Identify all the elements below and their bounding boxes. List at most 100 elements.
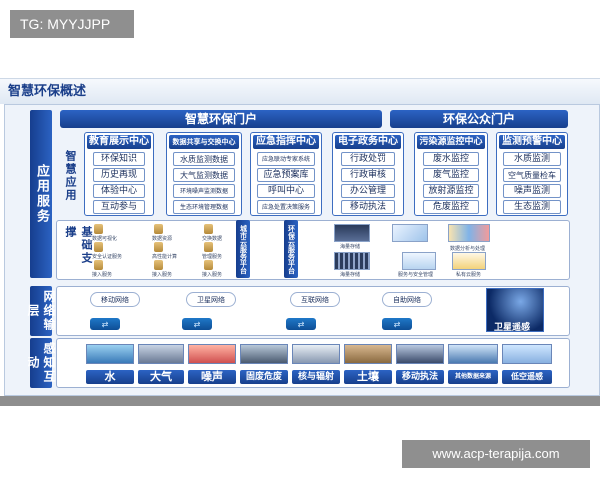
water-image	[86, 344, 134, 364]
satellite-image	[486, 288, 544, 332]
thumb-label: 私有云服务	[456, 272, 482, 278]
network-cloud: 移动网络	[90, 292, 140, 307]
title-bar	[0, 78, 600, 104]
column-head: 电子政务中心	[335, 135, 401, 149]
list-item: 办公管理	[341, 184, 395, 198]
list-item: 行政处罚	[341, 152, 395, 166]
enforcement-image	[396, 344, 444, 364]
list-item: 空气质量检车	[503, 168, 561, 182]
column-head: 应急指挥中心	[253, 135, 319, 149]
list-item: 危废监控	[423, 200, 479, 214]
city-cloud-platform: 城市云服务平台	[236, 220, 250, 278]
db-label: 数据可视化	[92, 236, 118, 242]
sensing-label: 固废危废	[240, 370, 288, 384]
page-title: 智慧环保概述	[8, 84, 87, 99]
list-item: 水质监测数据	[173, 152, 235, 166]
list-item: 噪声监测	[503, 184, 561, 198]
list-item: 放射源监控	[423, 184, 479, 198]
list-item: 大气监测数据	[173, 168, 235, 182]
column-education: 教育展示中心 环保知识 历史再现 体验中心 互动参与	[84, 132, 154, 216]
list-item: 体验中心	[93, 184, 145, 198]
list-item: 行政审核	[341, 168, 395, 182]
portal-public: 环保公众门户	[390, 110, 568, 128]
db-label: 数据资源	[152, 236, 173, 242]
column-emergency: 应急指挥中心 应急联动专家系统 应急预案库 呼叫中心 应急处置决策服务	[250, 132, 322, 216]
thumb-label: 海量存储	[340, 244, 361, 250]
list-item: 应急处置决策服务	[257, 200, 315, 214]
list-item: 应急联动专家系统	[257, 152, 315, 166]
database-icon	[204, 224, 213, 234]
sensing-label: 水	[86, 370, 134, 384]
list-item: 废水监控	[423, 152, 479, 166]
waste-image	[240, 344, 288, 364]
low-altitude-image	[502, 344, 552, 364]
private-cloud-thumb	[452, 252, 486, 270]
list-item: 生态环境管理数据	[173, 200, 235, 214]
bottom-bar	[0, 396, 600, 406]
list-item: 应急预案库	[257, 168, 315, 182]
soil-image	[344, 344, 392, 364]
db-label: 交换数据	[202, 236, 223, 242]
column-head: 监测预警中心	[499, 135, 565, 149]
column-head: 污染源监控中心	[417, 135, 485, 149]
sensing-label: 噪声	[188, 370, 236, 384]
watermark-label: www.acp-terapija.com	[402, 440, 590, 468]
db-label: 管理服务	[202, 254, 223, 260]
column-e-gov: 电子政务中心 行政处罚 行政审核 办公管理 移动执法	[332, 132, 404, 216]
network-cloud: 自助网络	[382, 292, 432, 307]
network-thumb	[392, 224, 428, 242]
thumb-label: 服务与安全管理	[398, 272, 434, 278]
tag-label: TG: MYYJJPP	[10, 10, 134, 38]
db-label: 接入服务	[92, 272, 113, 278]
thumb-label: 海量存储	[340, 272, 361, 278]
db-label: 接入服务	[202, 272, 223, 278]
radiation-image	[292, 344, 340, 364]
db-label: 接入服务	[152, 272, 173, 278]
column-pollution: 污染源监控中心 废水监控 废气监控 放射源监控 危废监控	[414, 132, 488, 216]
db-label: 高性能计算	[152, 254, 178, 260]
air-image	[138, 344, 184, 364]
db-grid: 数据可视化 数据资源 交换数据 安全认证服务 高性能计算 管理服务 接入服务 接…	[92, 224, 232, 278]
database-icon	[154, 242, 163, 252]
list-item: 水质监测	[503, 152, 561, 166]
column-head: 教育展示中心	[87, 135, 151, 149]
list-item: 生态监测	[503, 200, 561, 214]
list-item: 互动参与	[93, 200, 145, 214]
column-monitoring: 监测预警中心 水质监测 空气质量检车 噪声监测 生态监测	[496, 132, 568, 216]
database-icon	[94, 242, 103, 252]
database-icon	[204, 242, 213, 252]
cloud-thumb	[448, 224, 490, 242]
noise-image	[188, 344, 236, 364]
sensing-label: 土壤	[344, 370, 392, 384]
database-icon	[204, 260, 213, 270]
thumb-label: 数据分析与处理	[450, 246, 486, 252]
sensing-label: 移动执法	[396, 370, 444, 384]
database-icon	[94, 260, 103, 270]
storage-thumb	[334, 224, 370, 242]
switch-icon: ⇄	[90, 318, 120, 330]
list-item: 历史再现	[93, 168, 145, 182]
satellite-label: 卫星遥感	[494, 323, 531, 333]
smart-app-label: 智慧应用	[64, 150, 77, 202]
column-head: 数据共享与交换中心	[169, 135, 239, 149]
layer-sensing: 感知互动	[26, 338, 56, 388]
database-icon	[154, 260, 163, 270]
database-icon	[154, 224, 163, 234]
database-icon	[94, 224, 103, 234]
layer-app-service: 应用服务	[30, 110, 52, 278]
db-label: 安全认证服务	[92, 254, 123, 260]
list-item: 移动执法	[341, 200, 395, 214]
switch-icon: ⇄	[382, 318, 412, 330]
portal-main: 智慧环保门户	[60, 110, 382, 128]
network-cloud: 卫星网络	[186, 292, 236, 307]
sensing-label: 核与辐射	[292, 370, 340, 384]
sensing-label: 其他数据来源	[448, 370, 498, 384]
base-support-label: 基础支撑	[64, 226, 93, 265]
list-item: 环境噪声监测数据	[173, 184, 235, 198]
env-cloud-platform: 环保云服务平台	[284, 220, 298, 278]
column-data-share: 数据共享与交换中心 水质监测数据 大气监测数据 环境噪声监测数据 生态环境管理数…	[166, 132, 242, 216]
other-data-image	[448, 344, 498, 364]
list-item: 环保知识	[93, 152, 145, 166]
sensing-label: 大气	[138, 370, 184, 384]
switch-icon: ⇄	[286, 318, 316, 330]
